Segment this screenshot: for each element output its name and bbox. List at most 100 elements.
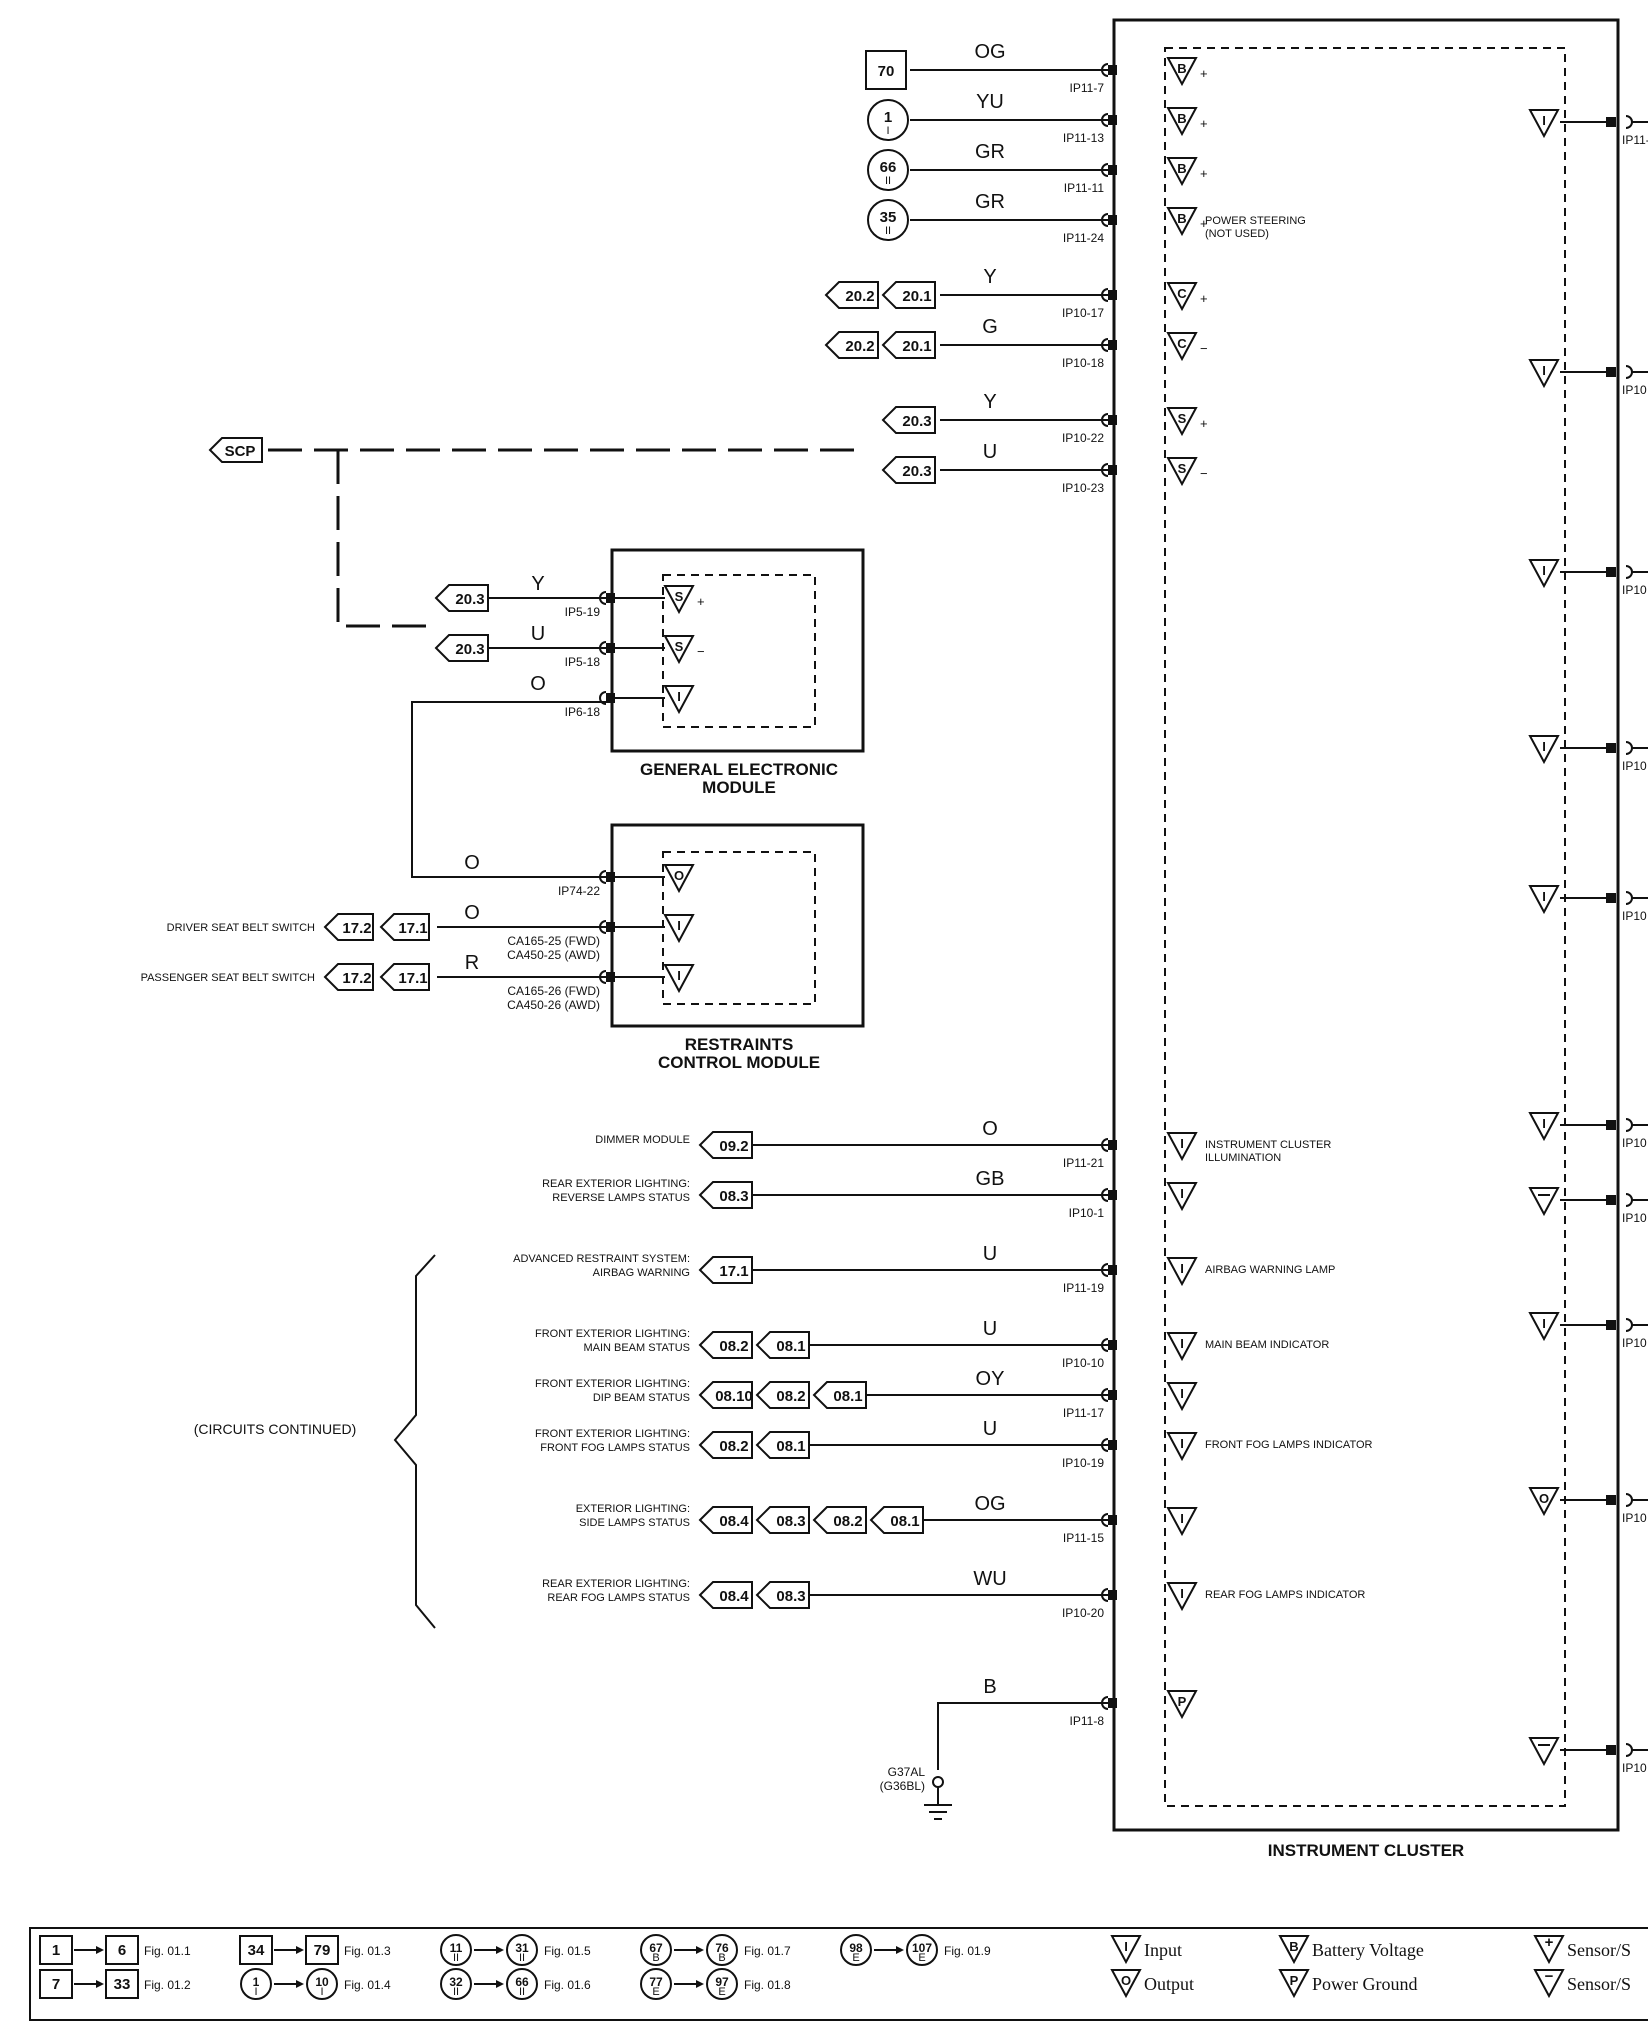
legend-fig-4-to-circle	[506, 1934, 538, 1966]
cluster-top-row-3-connector-socket	[1101, 213, 1109, 227]
rcm-row-1-ref-0-label: 17.2	[342, 920, 371, 937]
cluster-top-row-1-symbol-triangle	[1166, 107, 1198, 137]
ground-label-line2: (G36BL)	[880, 1779, 925, 1793]
right-pin-6-symbol-triangle	[1528, 1187, 1560, 1217]
cluster-top-row-5-ref-0-arrow	[824, 331, 879, 359]
rcm-row-2-ref-0-label: 17.2	[342, 970, 371, 987]
ground-connector-pin	[1108, 1698, 1117, 1708]
cluster-top-row-7-ref-0-label: 20.3	[902, 463, 931, 480]
legend-symbol-1-triangle	[1110, 1969, 1142, 1999]
cluster-bottom-row-7-desc-0: REAR FOG LAMPS INDICATOR	[1205, 1589, 1365, 1601]
cluster-bottom-row-4-connector-socket	[1101, 1388, 1109, 1402]
gem-row-2-symbol-letter: I	[677, 689, 681, 704]
legend-fig-2-to-box	[305, 1935, 339, 1965]
cluster-top-row-2-wire-color: GR	[975, 141, 1005, 163]
cluster-bottom-row-6-connector-pin	[1108, 1515, 1117, 1525]
legend-fig-8-to-circle	[906, 1934, 938, 1966]
legend-fig-3-to-circle	[306, 1968, 338, 2000]
cluster-top-row-1-symbol-letter: B	[1177, 111, 1186, 126]
right-pin-4-pin	[1606, 893, 1616, 903]
cluster-bottom-row-0-symbol-letter: I	[1180, 1136, 1184, 1151]
cluster-bottom-row-7-symbol-letter: I	[1180, 1586, 1184, 1601]
cluster-bottom-row-0-symbol-triangle	[1166, 1132, 1198, 1162]
legend-fig-2-from-label: 34	[248, 1942, 265, 1959]
right-pin-2-socket	[1625, 565, 1633, 579]
cluster-top-row-0-ref-label: 70	[878, 63, 895, 80]
cluster-top-row-1-ref-circle	[867, 99, 909, 141]
legend-fig-5-to-sub: II	[519, 1986, 525, 1998]
cluster-top-row-4-ref-0-arrow	[824, 281, 879, 309]
cluster-bottom-row-3-symbol-letter: I	[1180, 1336, 1184, 1351]
cluster-bottom-row-5-pin-id: IP10-19	[1062, 1456, 1104, 1470]
cluster-top-row-5-symbol-triangle	[1166, 332, 1198, 362]
legend-fig-6-from-label: 67	[649, 1941, 663, 1955]
legend-symbol-5-triangle	[1533, 1969, 1565, 1999]
ground-connector-socket	[1101, 1696, 1109, 1710]
cluster-top-row-2-symbol-triangle	[1166, 157, 1198, 187]
scp-label: SCP	[225, 443, 256, 460]
cluster-bottom-row-0-pin-id: IP11-21	[1063, 1156, 1104, 1170]
legend-fig-3-fig: Fig. 01.4	[344, 1978, 391, 1992]
legend-fig-2-from-box	[239, 1935, 273, 1965]
legend-symbol-3-label: Power Ground	[1312, 1974, 1418, 1994]
gem-row-0-connector-pin	[606, 593, 615, 603]
cluster-top-row-6-symbol-triangle	[1166, 407, 1198, 437]
legend-fig-7-fig: Fig. 01.8	[744, 1978, 791, 1992]
cluster-bottom-row-1-symbol-triangle	[1166, 1182, 1198, 1212]
cluster-bottom-row-5-connector-pin	[1108, 1440, 1117, 1450]
cluster-top-row-7-symbol-triangle	[1166, 457, 1198, 487]
cluster-bottom-row-6-symbol-triangle	[1166, 1507, 1198, 1537]
cluster-bottom-row-6-ref-2-label: 08.2	[833, 1513, 862, 1530]
right-pin-8-pin-id: IP10	[1622, 1511, 1647, 1525]
rcm-row-1-symbol-triangle	[663, 914, 695, 944]
cluster-top-row-4-ref-0-label: 20.2	[845, 288, 874, 305]
cluster-top-row-1-ref-sub: I	[886, 125, 889, 137]
cluster-top-row-6-connector-socket	[1101, 413, 1109, 427]
scp-drop-line	[336, 450, 436, 628]
ground-eyelet	[932, 1776, 944, 1788]
cluster-bottom-row-7-pin-id: IP10-20	[1062, 1606, 1104, 1620]
rcm-row-1-symbol-letter: I	[677, 918, 681, 933]
cluster-top-row-7-connector-pin	[1108, 465, 1117, 475]
cluster-top-row-5-wire-color: G	[982, 316, 998, 338]
cluster-top-row-3-ref-circle	[867, 199, 909, 241]
right-pin-8-socket	[1625, 1493, 1633, 1507]
cluster-bottom-row-2-source-label-0: ADVANCED RESTRAINT SYSTEM:	[513, 1253, 690, 1265]
right-pin-5-socket	[1625, 1118, 1633, 1132]
gem-row-1-pin-id: IP5-18	[565, 655, 601, 669]
rcm-row-1-ref-1-label: 17.1	[398, 920, 427, 937]
cluster-bottom-row-2-connector-socket	[1101, 1263, 1109, 1277]
cluster-bottom-row-1-pin-id: IP10-1	[1069, 1206, 1105, 1220]
legend-fig-6-to-label: 76	[715, 1941, 729, 1955]
right-pin-7-symbol-triangle	[1528, 1312, 1560, 1342]
cluster-bottom-row-4-ref-1-label: 08.2	[776, 1388, 805, 1405]
cluster-bottom-row-7-connector-socket	[1101, 1588, 1109, 1602]
cluster-top-row-6-wire-color: Y	[983, 391, 996, 413]
cluster-bottom-row-3-connector-socket	[1101, 1338, 1109, 1352]
cluster-bottom-row-7-connector-pin	[1108, 1590, 1117, 1600]
cluster-bottom-row-2-symbol-triangle	[1166, 1257, 1198, 1287]
cluster-top-row-3-connector-pin	[1108, 215, 1117, 225]
legend-fig-5-to-circle	[506, 1968, 538, 2000]
legend-fig-2-fig: Fig. 01.3	[344, 1944, 391, 1958]
cluster-bottom-row-6-source-label-0: EXTERIOR LIGHTING:	[576, 1503, 690, 1515]
cluster-top-row-6-pin-id: IP10-22	[1062, 431, 1104, 445]
cluster-bottom-row-1-ref-0-label: 08.3	[719, 1188, 748, 1205]
cluster-bottom-row-6-source-label-1: SIDE LAMPS STATUS	[579, 1517, 690, 1529]
rcm-row-0-pin-id-0: IP74-22	[558, 884, 600, 898]
cluster-bottom-row-6-pin-id: IP11-15	[1063, 1531, 1104, 1545]
cluster-bottom-row-7-ref-0-arrow	[698, 1581, 753, 1609]
right-pin-0-pin-id: IP11-	[1622, 133, 1648, 147]
cluster-top-row-0-ref-box	[865, 50, 907, 90]
cluster-bottom-row-5-wire-color: U	[983, 1418, 997, 1440]
gem-row-0-ref-arrow	[434, 584, 489, 612]
cluster-bottom-row-3-pin-id: IP10-10	[1062, 1356, 1104, 1370]
gem-row-0-symbol-triangle	[663, 585, 695, 615]
cluster-bottom-row-0-desc-1: ILLUMINATION	[1205, 1152, 1281, 1164]
rcm-row-2-pin-id-1: CA450-26 (AWD)	[507, 998, 600, 1012]
cluster-bottom-row-6-wire-color: OG	[974, 1493, 1005, 1515]
right-pin-9-pin-id: IP10	[1622, 1761, 1647, 1775]
legend-fig-6-to-circle	[706, 1934, 738, 1966]
gem-inner-box	[662, 574, 816, 728]
cluster-bottom-row-4-ref-1-arrow	[755, 1381, 810, 1409]
